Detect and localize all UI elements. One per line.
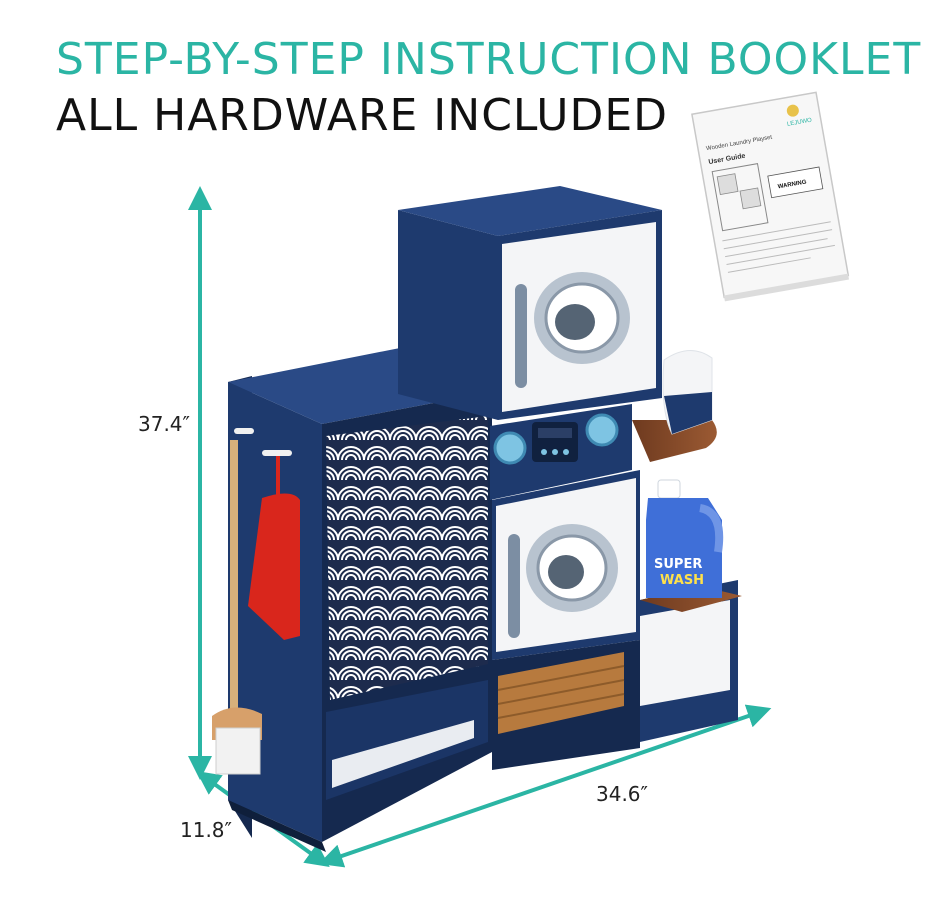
depth-label: 11.8″ bbox=[180, 818, 233, 842]
detergent-brand-line2: WASH bbox=[660, 573, 704, 588]
height-label: 37.4″ bbox=[138, 412, 191, 436]
width-arrow bbox=[318, 704, 772, 868]
width-label: 34.6″ bbox=[596, 782, 649, 806]
headline-hardware-included: ALL HARDWARE INCLUDED bbox=[56, 90, 669, 141]
headline-instruction-booklet: STEP-BY-STEP INSTRUCTION BOOKLET bbox=[56, 34, 922, 85]
booklet-brand: LEJUWO bbox=[787, 118, 813, 128]
booklet-warning: WARNING bbox=[777, 179, 807, 190]
detergent-brand-line1: SUPER bbox=[654, 557, 702, 572]
laundry-playset-image: SUPER WASH bbox=[212, 186, 742, 852]
booklet-image: LEJUWO Wooden Laundry Playset User Guide… bbox=[691, 91, 850, 302]
